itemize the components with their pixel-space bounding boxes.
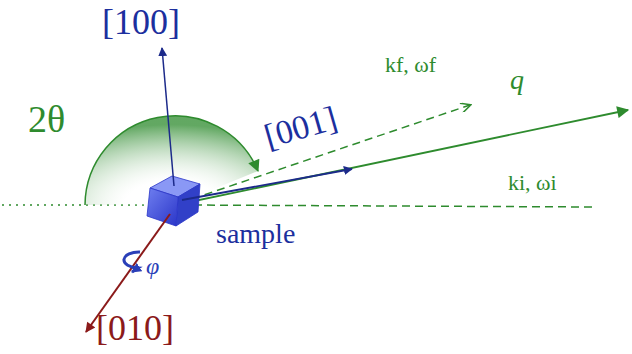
q-vector — [180, 110, 628, 204]
axis-100 — [162, 48, 174, 186]
angle-label: 2θ — [28, 100, 65, 138]
axis-label: [100] — [102, 4, 180, 40]
sample-label: sample — [216, 220, 295, 248]
wavevector-label: ki, ωi — [508, 172, 557, 194]
wavevector-label: kf, ωf — [385, 54, 436, 76]
axis-label: [010] — [96, 310, 174, 346]
axis-label: [001] — [261, 101, 341, 154]
incident-beam — [186, 205, 592, 207]
rotation-label: φ — [146, 254, 159, 278]
axis-001 — [182, 169, 352, 200]
rotation-arrow — [124, 252, 140, 272]
vector-label: q⃗ — [510, 66, 546, 94]
